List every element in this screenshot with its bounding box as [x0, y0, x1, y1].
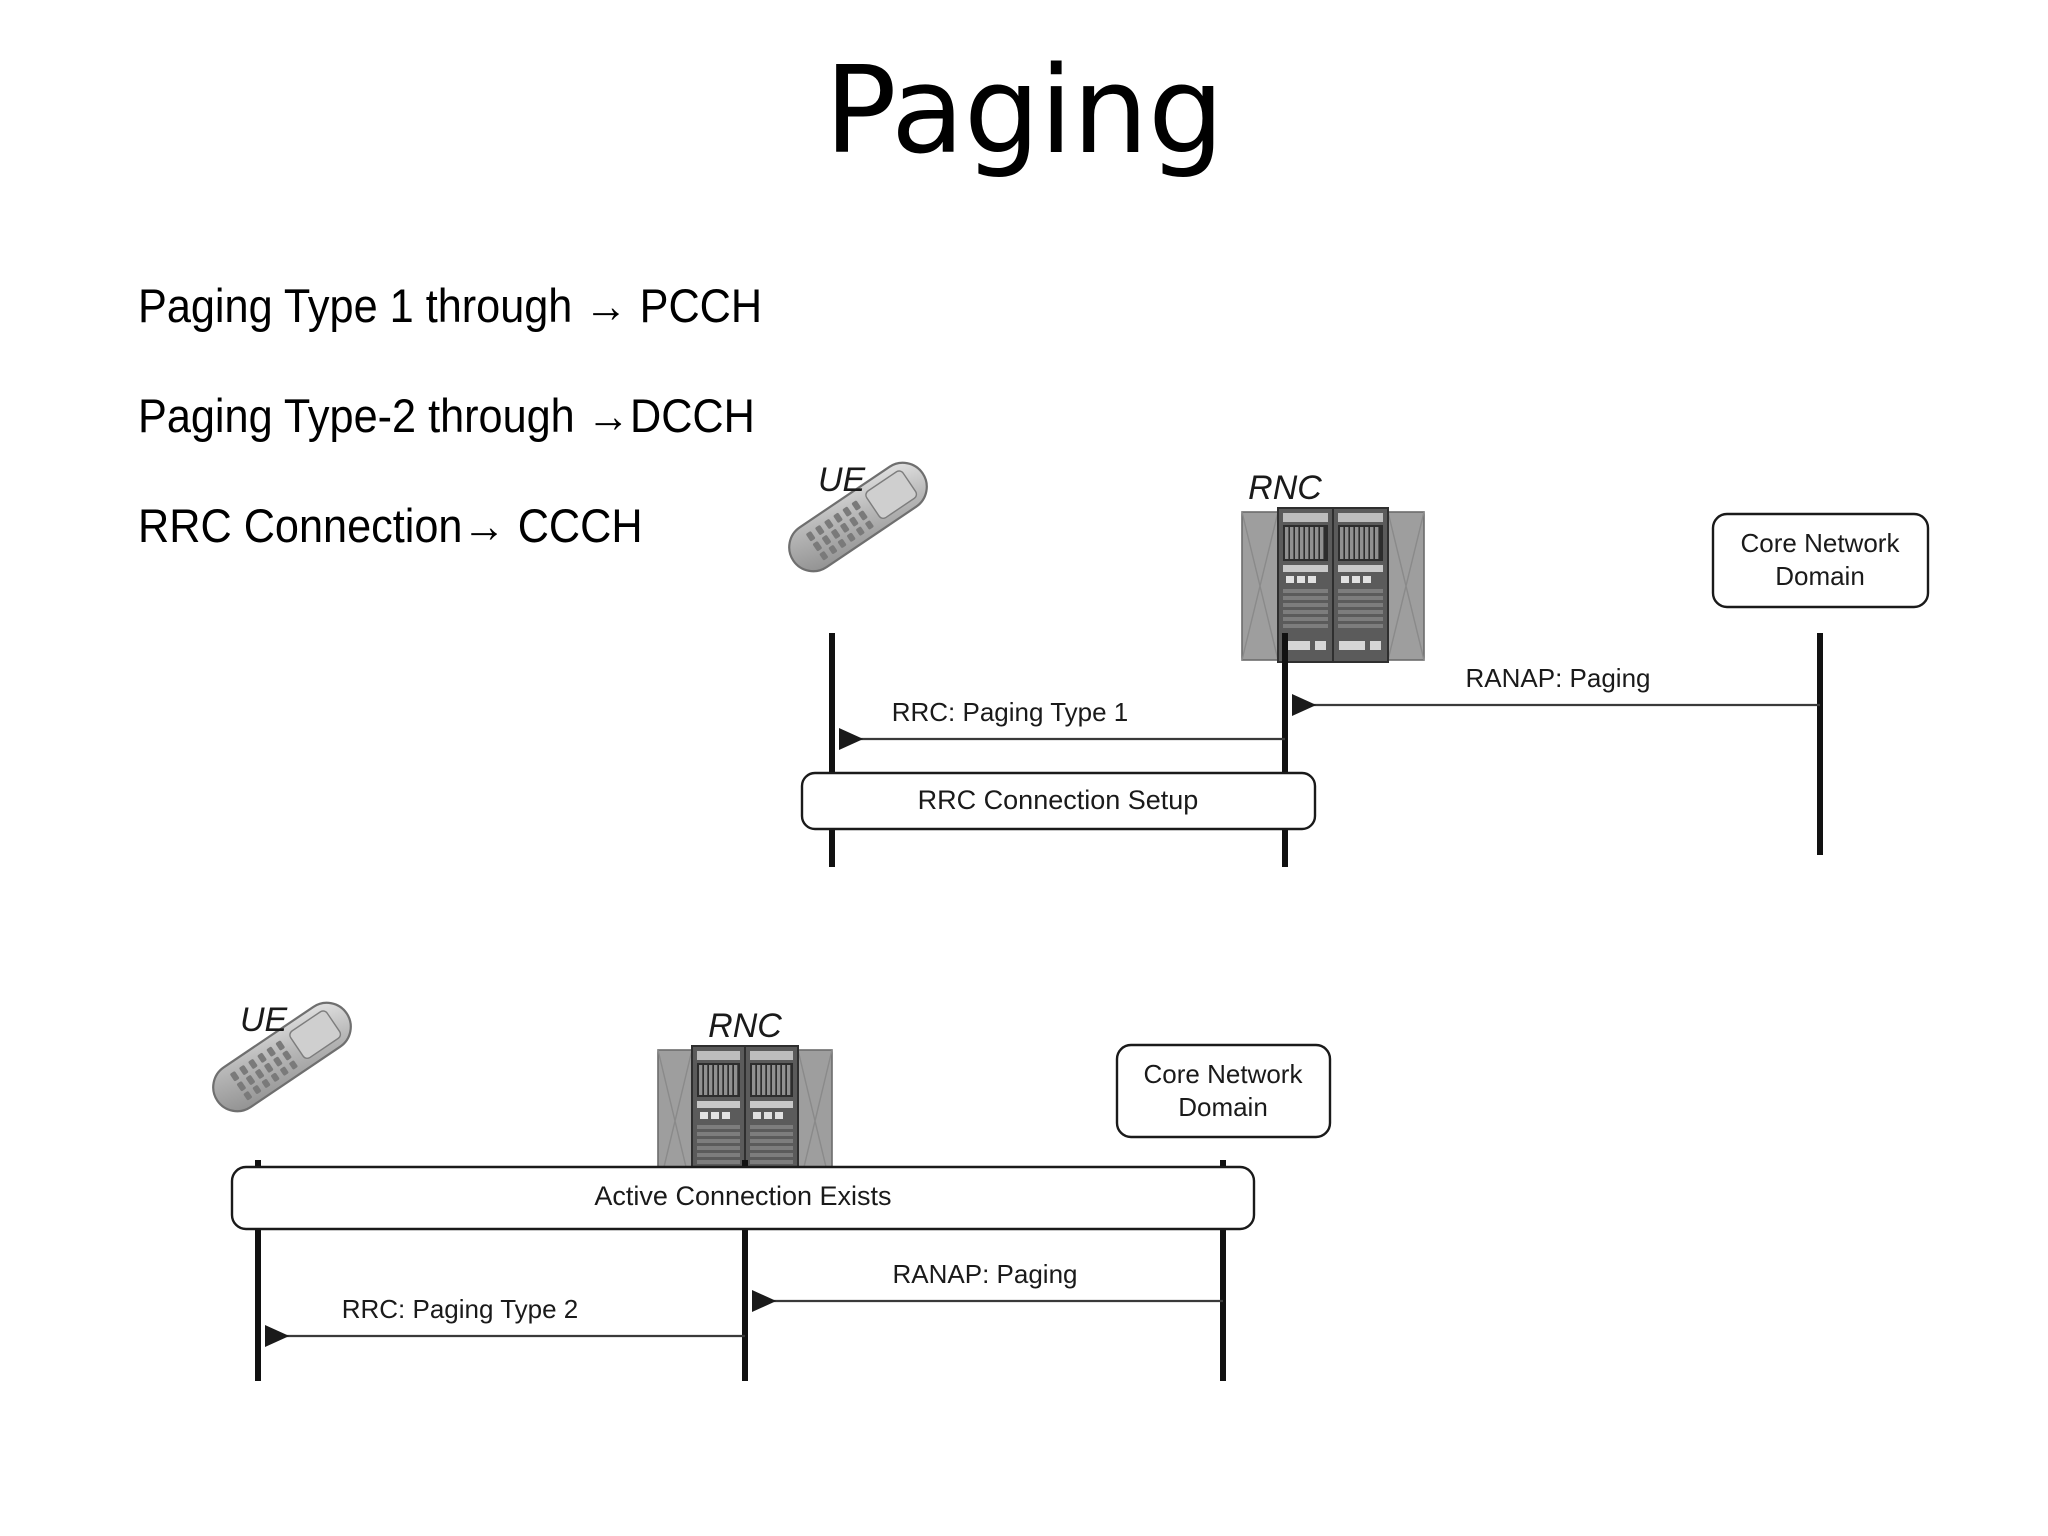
span-active-connection-exists: Active Connection Exists: [230, 1165, 1256, 1231]
sequence-diagram-paging-type-2: UE: [210, 995, 1410, 1395]
mobile-phone-icon: [212, 1001, 352, 1113]
core-network-domain-box: Core Network Domain: [1711, 512, 1930, 609]
mobile-phone-icon: [788, 461, 928, 573]
message-rrc-paging-type-2: RRC: Paging Type 2: [265, 1294, 745, 1347]
server-rack-icon: [1241, 507, 1425, 663]
core-network-domain-line2: Domain: [1775, 561, 1865, 591]
core-network-domain-box: Core Network Domain: [1115, 1043, 1332, 1139]
page-title: Paging: [824, 42, 1224, 181]
message-ranap-paging: RANAP: Paging: [1292, 663, 1820, 716]
core-network-domain-line1: Core Network: [1144, 1059, 1304, 1089]
body-line-paging-type-1: Paging Type 1 through → PCCH: [138, 279, 763, 332]
body-line-rrc-connection: RRC Connection→ CCCH: [138, 499, 643, 552]
message-label-rrc-paging-type-1: RRC: Paging Type 1: [892, 697, 1129, 727]
message-label-ranap-paging: RANAP: Paging: [893, 1259, 1078, 1289]
span-label-rrc-connection-setup: RRC Connection Setup: [918, 785, 1199, 815]
message-rrc-paging-type-1: RRC: Paging Type 1: [839, 697, 1285, 750]
core-network-domain-line2: Domain: [1178, 1092, 1268, 1122]
node-label-ue: UE: [240, 1001, 288, 1039]
core-network-domain-line1: Core Network: [1741, 528, 1901, 558]
span-rrc-connection-setup: RRC Connection Setup: [800, 771, 1317, 831]
message-label-rrc-paging-type-2: RRC: Paging Type 2: [342, 1294, 579, 1324]
sequence-diagram-paging-type-1: UE: [780, 455, 1980, 875]
node-label-ue: UE: [818, 461, 866, 499]
node-label-rnc: RNC: [708, 1007, 782, 1045]
message-ranap-paging: RANAP: Paging: [752, 1259, 1223, 1312]
span-label-active-connection-exists: Active Connection Exists: [594, 1181, 891, 1211]
node-label-rnc: RNC: [1248, 469, 1322, 507]
body-line-paging-type-2: Paging Type-2 through →DCCH: [138, 389, 755, 442]
message-label-ranap-paging: RANAP: Paging: [1466, 663, 1651, 693]
